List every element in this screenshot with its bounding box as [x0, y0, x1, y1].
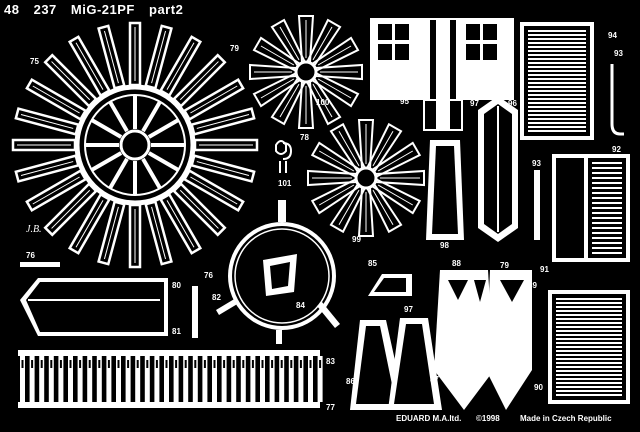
large-radial-wheel: [11, 21, 259, 269]
part-number-93: 93: [614, 49, 623, 58]
part-number-76: 76: [26, 251, 35, 260]
part-number-93b: 93: [532, 159, 541, 168]
cover-part-95: [370, 18, 514, 131]
part-number-75: 75: [30, 57, 39, 66]
part-number-100: 100: [316, 98, 330, 107]
part-number-97: 97: [470, 99, 479, 108]
part-number-96: 96: [508, 99, 517, 108]
part-number-80: 80: [172, 281, 181, 290]
intake-part-88: [434, 270, 494, 410]
part-number-88: 88: [452, 259, 461, 268]
part-number-79: 79: [230, 44, 239, 53]
comb-strip-part-83: [18, 350, 323, 408]
part-subtitle: part2: [149, 2, 184, 17]
round-disc-part-82: [216, 200, 340, 344]
part-number-99: 99: [352, 235, 361, 244]
kit-number: 237: [33, 2, 57, 17]
part-number-84: 84: [296, 301, 305, 310]
part-number-85: 85: [368, 259, 377, 268]
part-number-87: 87: [430, 375, 439, 384]
origin-label: Made in Czech Republic: [520, 414, 612, 423]
part-number-86: 86: [346, 377, 355, 386]
part-number-81: 81: [172, 327, 181, 336]
bar-part-76: [20, 262, 60, 267]
strip-part-98: [426, 140, 464, 240]
part-number-83: 83: [326, 357, 335, 366]
aircraft-name: MiG-21PF: [70, 2, 135, 17]
part-number-77: 77: [326, 403, 335, 412]
strip-part-93b: [534, 170, 540, 240]
part-number-79b: 79: [500, 261, 509, 270]
part-number-95: 95: [400, 97, 409, 106]
part-number-97b: 97: [404, 305, 413, 314]
designer-initials: J.B.: [26, 224, 42, 235]
part-number-98: 98: [440, 241, 449, 250]
part-number-92: 92: [612, 145, 621, 154]
part-number-76b: 76: [204, 271, 213, 280]
strip-part-97: [478, 96, 518, 242]
maker-label: EDUARD M.A.ltd.: [396, 414, 462, 423]
star-wheel-upper: [249, 15, 363, 129]
part-number-91: 91: [540, 265, 549, 274]
part-number-90: 90: [534, 383, 543, 392]
part-number-101: 101: [278, 179, 292, 188]
ribbed-panel-part-94: [520, 22, 594, 140]
intake-part-89: [486, 270, 532, 410]
copyright-label: ©1998: [476, 414, 500, 423]
part-number-89: 89: [528, 281, 537, 290]
part-number-82: 82: [212, 293, 221, 302]
panel-part-86: [350, 318, 442, 410]
panel-part-90: [548, 290, 630, 404]
panel-part-92: [552, 154, 630, 262]
fret-title: 48 237 MiG-21PF part2: [4, 2, 193, 17]
star-wheel-middle: [307, 119, 425, 237]
part-number-94: 94: [608, 31, 617, 40]
clip-part-78: [275, 140, 293, 173]
hook-part-93: [610, 64, 624, 136]
bar-part-81: [192, 286, 198, 338]
oval-plate-part-80: [20, 278, 168, 336]
part-number-78: 78: [300, 133, 309, 142]
set-number: 48: [4, 2, 20, 17]
